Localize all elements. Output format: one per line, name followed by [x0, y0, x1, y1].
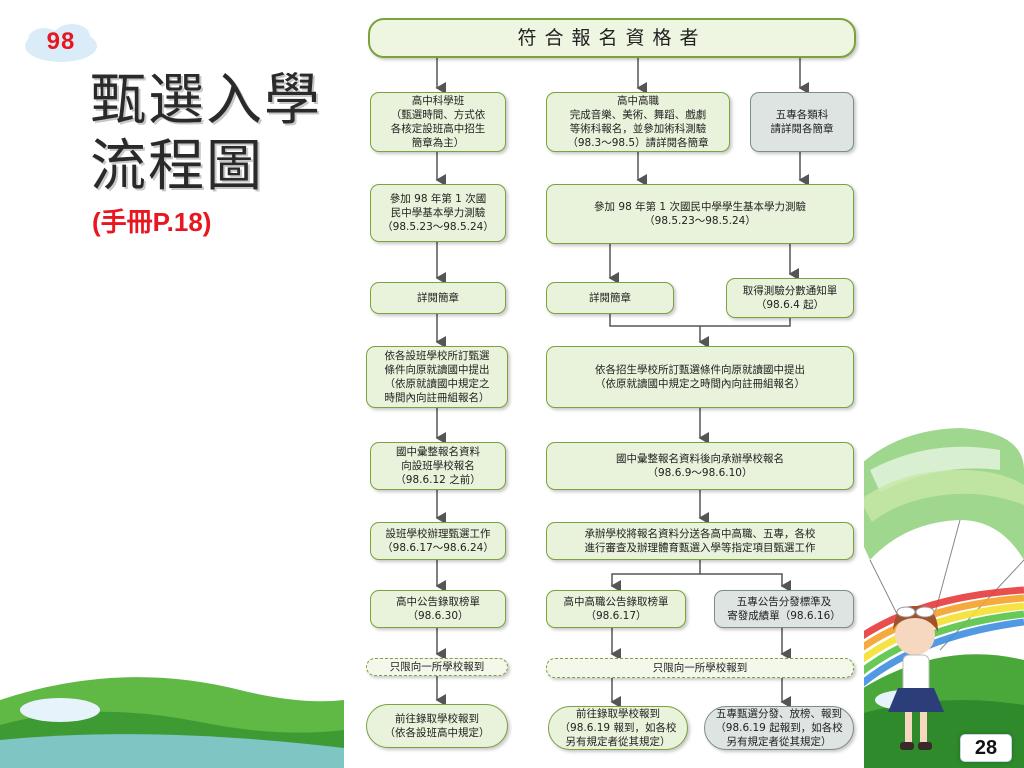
left-only-one-box: 只限向一所學校報到 — [366, 658, 508, 676]
right-basic-test-box: 參加 98 年第 1 次國民中學學生基本學力測驗 （98.5.23～98.5.2… — [546, 184, 854, 244]
handbook-reference: (手冊P.18) — [92, 207, 212, 237]
page-title: 甄選入學 流程圖 — [90, 68, 330, 200]
left-report-box: 前往錄取學校報到 （依各設班高中規定） — [366, 704, 508, 748]
five-year-announce-box: 五專公告分發標準及 寄發成績單（98.6.16） — [714, 590, 854, 628]
vocational-box: 高中高職 完成音樂、美術、舞蹈、戲劇 等術科報名，並參加術科測驗 （98.3～9… — [546, 92, 730, 152]
parachute-girl-illustration — [888, 605, 944, 750]
science-class-box: 高中科學班 （甄選時間、方式依 各核定設班高中招生 簡章為主） — [370, 92, 506, 152]
hs-report-box: 前往錄取學校報到 （98.6.19 報到，如各校 另有規定者從其規定） — [548, 706, 688, 750]
right-compile-box: 國中彙整報名資料後向承辦學校報名 （98.6.9～98.6.10） — [546, 442, 854, 490]
left-read-brochure-box: 詳閱簡章 — [370, 282, 506, 314]
title-line-2: 流程圖 — [90, 134, 264, 199]
hs-announce-box: 高中高職公告錄取榜單 （98.6.17） — [546, 590, 686, 628]
cloud-icon — [25, 24, 97, 62]
year-badge: 98 — [22, 22, 100, 66]
left-selection-box: 設班學校辦理甄選工作 （98.6.17～98.6.24） — [370, 522, 506, 560]
five-year-report-box: 五專甄選分發、放榜、報到 （98.6.19 起報到，如各校 另有規定者從其規定） — [704, 706, 854, 750]
left-compile-box: 國中彙整報名資料 向設班學校報名 （98.6.12 之前） — [370, 442, 506, 490]
eligible-applicants-header: 符合報名資格者 — [368, 18, 856, 58]
right-apply-box: 依各招生學校所訂甄選條件向原就讀國中提出 （依原就讀國中規定之時間內向註冊組報名… — [546, 346, 854, 408]
left-basic-test-box: 參加 98 年第 1 次國 民中學基本學力測驗 （98.5.23～98.5.24… — [370, 184, 506, 242]
title-line-1: 甄選入學 — [90, 68, 322, 133]
split-line — [610, 560, 701, 592]
right-review-box: 承辦學校將報名資料分送各高中高職、五專，各校 進行審查及辦理體育甄選入學等指定項… — [546, 522, 854, 560]
year-badge-number: 98 — [46, 28, 76, 55]
left-apply-box: 依各設班學校所訂甄選 條件向原就讀國中提出 （依原就讀國中規定之 時間內向註冊組… — [366, 346, 508, 408]
page-number: 28 — [960, 734, 1012, 762]
left-announce-box: 高中公告錄取榜單 （98.6.30） — [370, 590, 506, 628]
five-year-box: 五專各類科 請詳閱各簡章 — [750, 92, 854, 152]
right-only-one-box: 只限向一所學校報到 — [546, 658, 854, 678]
split-line — [700, 573, 791, 592]
score-notice-box: 取得測驗分數通知單 （98.6.4 起） — [726, 278, 854, 318]
right-read-brochure-box: 詳閱簡章 — [546, 282, 674, 314]
